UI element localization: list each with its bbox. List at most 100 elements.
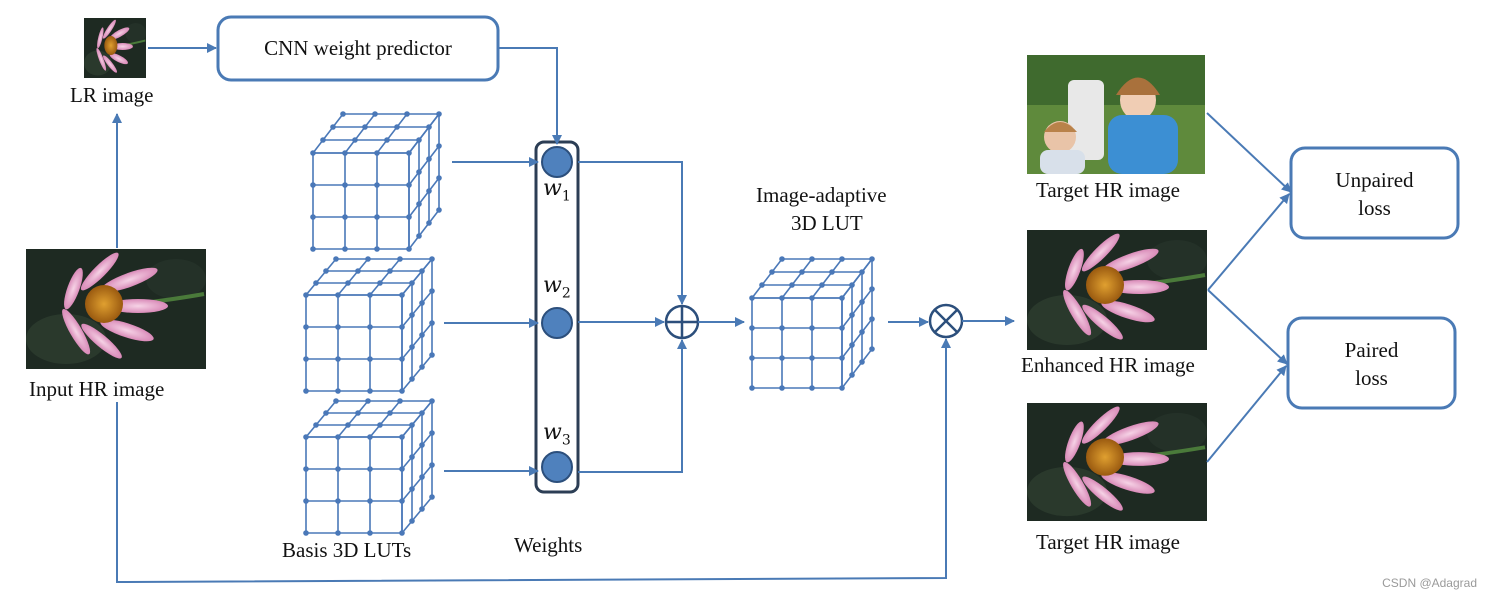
lut-node [809, 256, 815, 262]
lut-node [374, 182, 380, 188]
lut-grid-line [841, 348, 873, 389]
lut-node [416, 137, 422, 143]
lut-node [406, 214, 412, 220]
lut-node [333, 256, 339, 262]
lut-node [749, 355, 755, 361]
lut-node [374, 246, 380, 252]
basis-lut-cube-2 [303, 256, 435, 394]
lut-grid-line [344, 113, 376, 154]
lut-node [342, 214, 348, 220]
lut-node [394, 124, 400, 130]
lut-node [419, 474, 425, 480]
lut-node [355, 410, 361, 416]
lut-node [416, 201, 422, 207]
lut-grid-line [337, 258, 369, 296]
lut-node [436, 143, 442, 149]
lut-node [426, 156, 432, 162]
lut-node [779, 256, 785, 262]
target-hr-image-bottom [1027, 403, 1207, 521]
lut-node [839, 355, 845, 361]
adaptive-lut-label-line1: Image-adaptive [756, 183, 887, 207]
lut-grid-line [841, 318, 873, 359]
unpaired-loss-box [1289, 146, 1460, 240]
lut-node [330, 124, 336, 130]
lut-node [345, 422, 351, 428]
lut-node [419, 442, 425, 448]
lut-node [839, 385, 845, 391]
lut-node [323, 268, 329, 274]
arrow-enhanced-to-unpaired [1207, 193, 1290, 291]
paired-loss-label-line1: Paired [1344, 338, 1399, 362]
lut-node [367, 292, 373, 298]
arrow-w3-to-sum [578, 339, 687, 473]
lut-node [419, 410, 425, 416]
weight-node-2 [541, 307, 573, 339]
lut-node [406, 182, 412, 188]
input-hr-image [26, 249, 206, 369]
lut-node [429, 352, 435, 358]
lut-node [799, 269, 805, 275]
lut-node [345, 280, 351, 286]
arrow-enhanced-to-paired [1207, 289, 1288, 365]
lut-node [779, 355, 785, 361]
lut-node [399, 434, 405, 440]
lut-node [436, 175, 442, 181]
lut-node [809, 325, 815, 331]
lut-grid-line [401, 258, 433, 296]
lut-grid-line [401, 432, 433, 470]
lut-node [374, 150, 380, 156]
lut-node [335, 388, 341, 394]
lut-node [426, 220, 432, 226]
lut-node [869, 316, 875, 322]
lut-node [303, 434, 309, 440]
lut-node [809, 355, 815, 361]
lut-node [429, 320, 435, 326]
lut-grid-line [401, 496, 433, 534]
paired-loss-box [1286, 316, 1457, 410]
lut-node [399, 466, 405, 472]
cnn-predictor-label: CNN weight predictor [264, 36, 452, 60]
lut-node [365, 256, 371, 262]
lut-node [377, 280, 383, 286]
lut-node [809, 385, 815, 391]
lut-node [429, 288, 435, 294]
lut-node [335, 466, 341, 472]
adaptive-lut-label-line2: 3D LUT [791, 211, 863, 235]
lut-node [749, 385, 755, 391]
lut-node [313, 280, 319, 286]
lut-node [342, 246, 348, 252]
lut-node [869, 346, 875, 352]
adaptive-lut-cube [749, 256, 875, 391]
lut-node [859, 299, 865, 305]
lut-node [779, 385, 785, 391]
lut-node [749, 295, 755, 301]
lut-node [397, 398, 403, 404]
arrow-cnn-to-weights [498, 47, 562, 145]
lut-grid-line [401, 400, 433, 438]
lut-node [409, 280, 415, 286]
lut-node [367, 434, 373, 440]
lut-node [374, 214, 380, 220]
lut-node [342, 182, 348, 188]
lut-node [352, 137, 358, 143]
lut-node [365, 398, 371, 404]
lut-node [342, 150, 348, 156]
lut-grid-line [401, 322, 433, 360]
lut-grid-line [369, 400, 401, 438]
unpaired-loss-label-line2: loss [1358, 196, 1391, 220]
lut-grid-line [305, 258, 337, 296]
lut-grid-line [408, 209, 440, 250]
lut-node [399, 292, 405, 298]
lut-grid-line [401, 354, 433, 392]
lut-node [310, 150, 316, 156]
lut-node [859, 269, 865, 275]
lut-grid-line [401, 290, 433, 328]
lut-grid-line [312, 113, 344, 154]
lut-node [759, 282, 765, 288]
lut-node [839, 325, 845, 331]
lut-grid-line [337, 400, 369, 438]
lut-node [409, 518, 415, 524]
lut-grid-line [401, 464, 433, 502]
lut-node [409, 422, 415, 428]
lut-node [869, 256, 875, 262]
